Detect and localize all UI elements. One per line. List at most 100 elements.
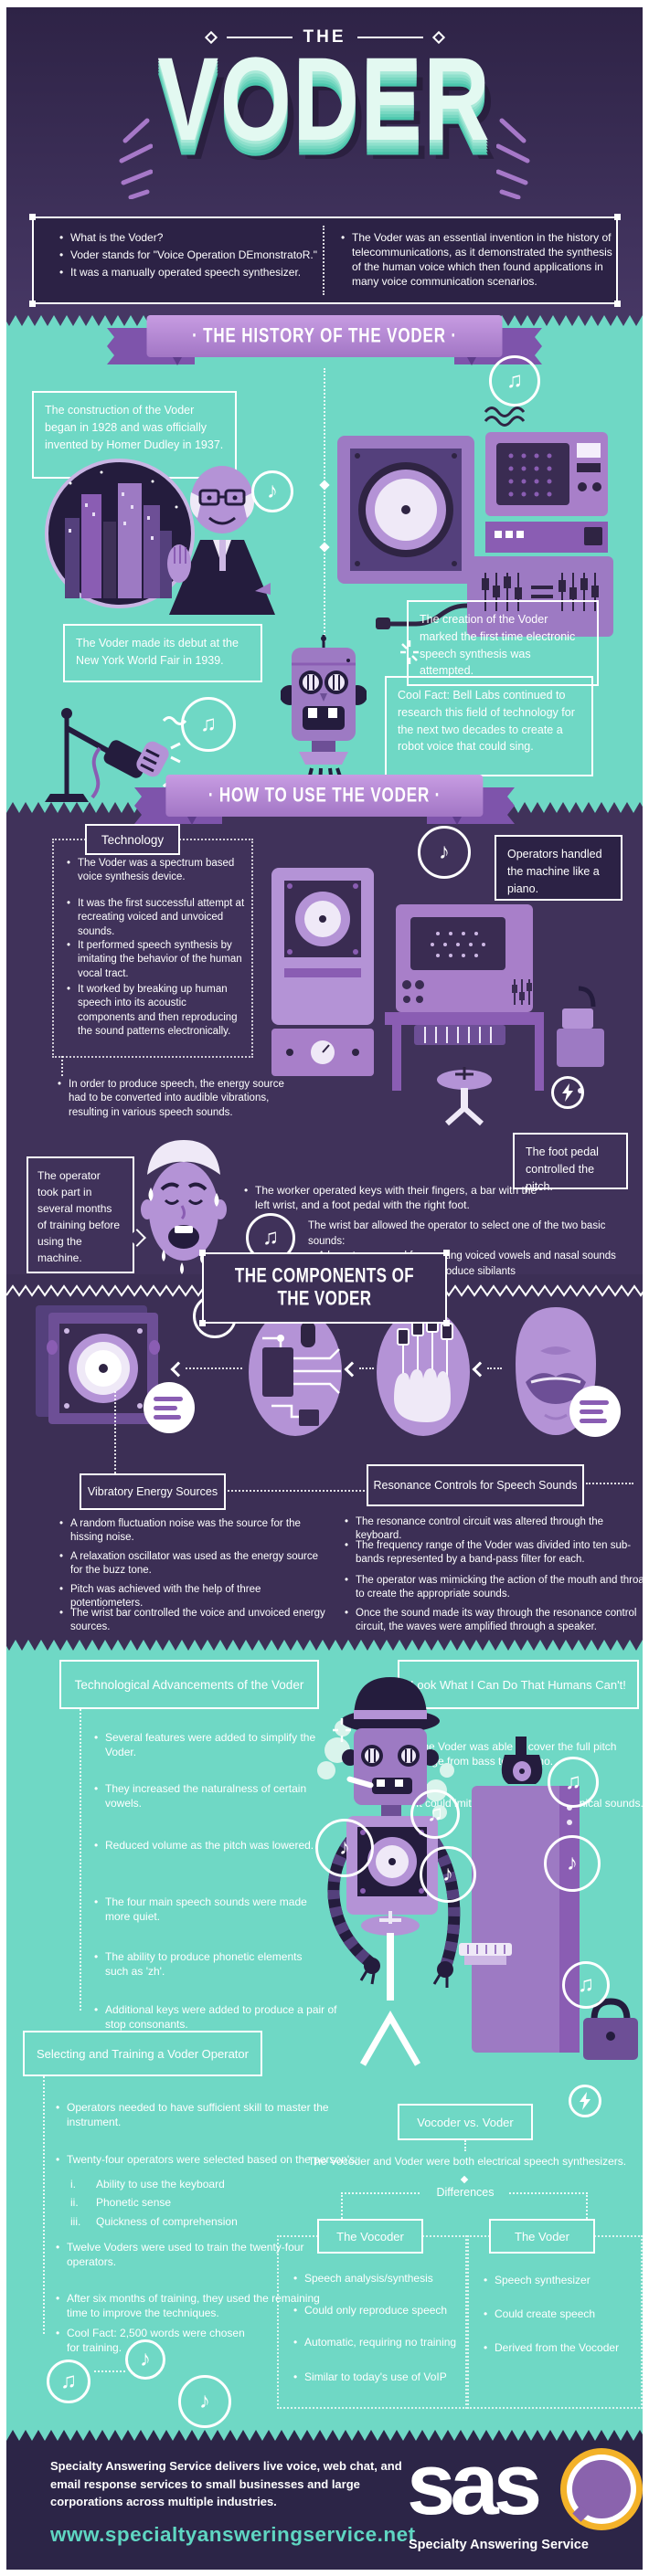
voder-bullet: Could create speech <box>484 2307 641 2322</box>
flow-line <box>359 1367 374 1369</box>
header-section: THE VODER What is the Voder? Voder stand… <box>6 7 643 315</box>
intro-bullet: What is the Voder? <box>59 231 317 246</box>
wrist-bar-intro: The wrist bar allowed the operator to se… <box>308 1220 606 1247</box>
section-banner: THE COMPONENTS OF THE VODER <box>234 1264 415 1311</box>
zigzag-edge <box>6 2430 643 2441</box>
singing-robot-illustration <box>317 1677 461 2066</box>
rays-left-icon <box>119 118 153 199</box>
energy-bullet: In order to produce speech, the energy s… <box>58 1078 303 1120</box>
timeline-node <box>319 480 330 491</box>
list-bubble-icon <box>144 1382 195 1433</box>
selecting-training-label-box: Selecting and Training a Voder Operator <box>23 2031 262 2076</box>
training-bullet: Twelve Voders were used to train the twe… <box>56 2241 304 2270</box>
criteria-numeral: ii. <box>70 2196 79 2210</box>
advancement-bullet: Several features were added to simplify … <box>94 1731 324 1760</box>
technology-label-box: Technology <box>85 824 180 855</box>
voder-machine-illustration <box>271 868 604 1126</box>
rule-line <box>356 37 423 38</box>
resonance-label-box: Resonance Controls for Speech Sounds <box>367 1464 584 1506</box>
music-note-icon <box>315 1819 374 1877</box>
vibratory-bullet: A relaxation oscillator was used as the … <box>59 1550 332 1578</box>
cool-fact-box: Cool Fact: Bell Labs continued to resear… <box>385 676 593 776</box>
timeline-line <box>324 368 325 642</box>
lightning-bolt-icon <box>569 2085 601 2117</box>
zigzag-edge <box>6 1640 643 1651</box>
components-banner-box: THE COMPONENTS OF THE VODER <box>199 1250 450 1326</box>
operators-note-box: Operators handled the machine like a pia… <box>495 835 622 901</box>
footer-blurb: Specialty Answering Service delivers liv… <box>50 2459 402 2508</box>
music-note-icon <box>544 1835 601 1892</box>
connector-line <box>80 1709 81 2011</box>
rule-line <box>226 37 293 38</box>
creation-note-box: The creation of the Voder marked the fir… <box>407 600 599 686</box>
tech-bullet: The Voder was a spectrum based voice syn… <box>67 857 246 885</box>
criteria-numeral: iii. <box>70 2214 81 2228</box>
intro-paragraph: The Voder was an essential invention in … <box>341 231 613 290</box>
music-note-icon <box>178 2375 231 2428</box>
intro-bullet: Voder stands for "Voice Operation DEmons… <box>59 248 326 263</box>
advancement-bullet: The four main speech sounds were made mo… <box>94 1895 324 1925</box>
criteria-numeral: i. <box>70 2178 76 2191</box>
operator-training-box: The operator took part in several months… <box>27 1156 134 1273</box>
connector-line <box>114 1391 116 1473</box>
footer-section: Specialty Answering Service delivers liv… <box>6 2430 643 2570</box>
zigzag-divider <box>6 1283 204 1298</box>
music-note-icon <box>410 1789 460 1839</box>
arrow-left-icon <box>472 1361 488 1378</box>
criteria-item: Quickness of comprehension <box>96 2214 238 2228</box>
advancement-bullet: Additional keys were added to produce a … <box>94 2003 343 2032</box>
section-banner: · HOW TO USE THE VODER · <box>165 775 484 817</box>
resonance-bullet: Once the sound made its way through the … <box>345 1607 648 1635</box>
page-title: VODER <box>157 33 492 166</box>
arrow-left-icon <box>344 1361 360 1378</box>
music-note-icon <box>548 1757 599 1808</box>
history-section: · THE HISTORY OF THE VODER · The constru… <box>6 315 643 802</box>
vocoder-bullet: Speech analysis/synthesis <box>293 2272 462 2286</box>
section-banner: · THE HISTORY OF THE VODER · <box>146 315 503 357</box>
connector-line <box>586 2192 588 2219</box>
advancement-bullet: They increased the naturalness of certai… <box>94 1782 324 1811</box>
lightning-bolt-icon <box>551 1076 584 1109</box>
vocoder-bullet: Could only reproduce speech <box>293 2304 462 2318</box>
speaker-component-icon <box>36 1305 160 1424</box>
music-note-icon <box>251 470 293 512</box>
hand-keys-component-icon <box>377 1308 470 1436</box>
voder-label-box: The Voder <box>489 2219 595 2254</box>
worried-operator-face-illustration <box>141 1140 227 1274</box>
music-note-icon <box>562 1961 610 2009</box>
connector-line <box>464 2140 466 2151</box>
circuit-component-icon <box>249 1308 342 1436</box>
zigzag-divider <box>436 1283 643 1298</box>
list-bubble-icon <box>569 1386 621 1437</box>
music-note-icon <box>489 355 540 406</box>
arrow-left-icon <box>170 1361 186 1378</box>
flow-line <box>487 1367 502 1369</box>
debut-note-box: The Voder made its debut at the New York… <box>63 624 262 682</box>
music-note-icon <box>418 826 471 879</box>
timeline-node <box>319 542 330 553</box>
resonance-bullet: The operator was mimicking the action of… <box>345 1574 648 1602</box>
connector-line <box>61 1056 63 1076</box>
vocoder-label-box: The Vocoder <box>317 2219 423 2254</box>
how-to-use-section: · HOW TO USE THE VODER · Technology The … <box>6 775 643 1277</box>
homer-dudley-city-illustration <box>45 459 275 615</box>
advancement-bullet: Reduced volume as the pitch was lowered. <box>94 1839 324 1853</box>
training-bullet: Operators needed to have sufficient skil… <box>56 2101 341 2130</box>
vibratory-bullet: The wrist bar controlled the voice and u… <box>59 1607 332 1635</box>
kicker-row: THE <box>6 27 643 48</box>
vintage-audio-equipment-illustration <box>337 406 613 637</box>
voder-bullet: Speech synthesizer <box>484 2274 641 2288</box>
spark-icon <box>400 640 419 664</box>
vibratory-bullet: A random fluctuation noise was the sourc… <box>59 1517 332 1546</box>
training-bullet: After six months of training, they used … <box>56 2292 341 2321</box>
criteria-list: i.Ability to use the keyboard ii.Phoneti… <box>70 2175 238 2231</box>
connector-line <box>43 2076 45 2334</box>
tech-bullet: It worked by breaking up human speech in… <box>67 983 246 1039</box>
differences-label: Differences <box>436 2186 495 2199</box>
diamond-icon <box>460 2175 469 2184</box>
criteria-item: Ability to use the keyboard <box>96 2178 225 2191</box>
resonance-bullet: The frequency range of the Voder was div… <box>345 1539 648 1568</box>
versus-subtitle: The Vocoder and Voder were both electric… <box>307 2155 627 2168</box>
voder-bullet: Derived from the Vocoder <box>484 2341 641 2356</box>
